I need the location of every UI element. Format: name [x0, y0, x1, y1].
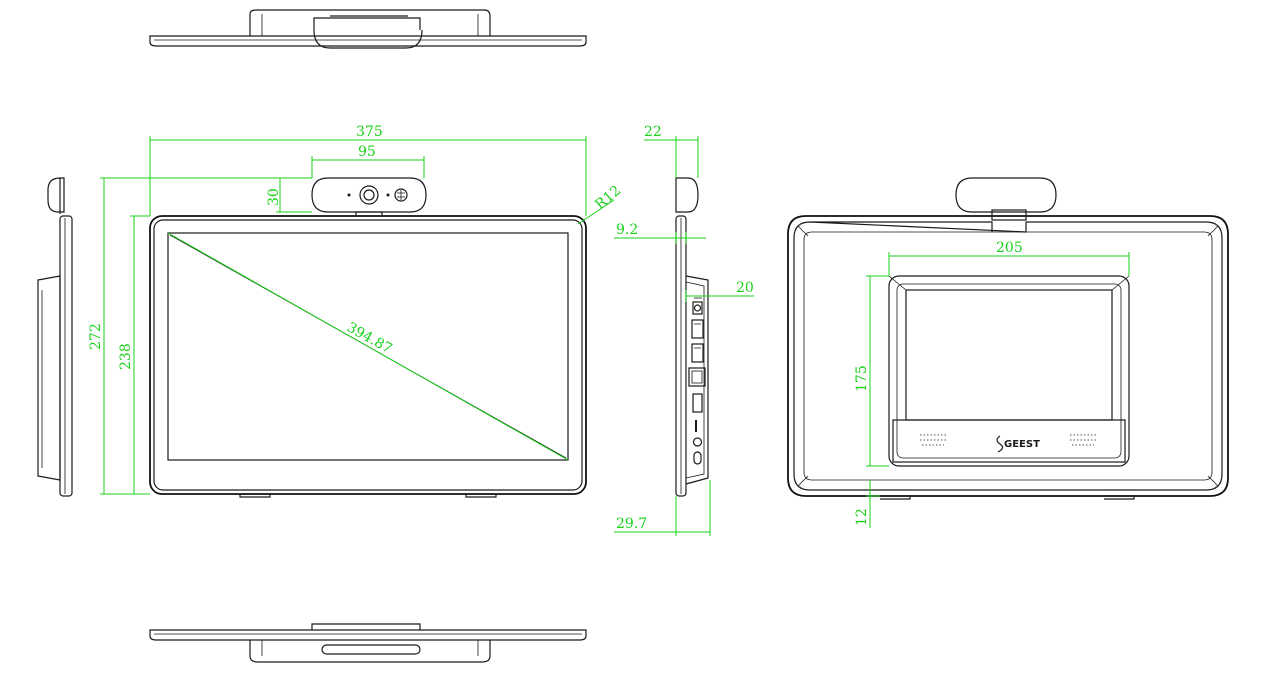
right-side-view	[675, 177, 709, 497]
speaker-grille-right	[1070, 434, 1096, 446]
speaker-grille-left	[920, 434, 946, 446]
dim-box-offset: 20	[736, 280, 754, 296]
dim-panel-thickness: 9.2	[616, 222, 638, 238]
dim-vesa-width: 205	[996, 240, 1023, 256]
dim-total-depth: 29.7	[616, 516, 647, 532]
dim-diagonal: 394.87	[344, 320, 395, 358]
bottom-view	[149, 623, 587, 663]
dim-camera-height: 30	[266, 188, 282, 206]
dim-camera-width: 95	[358, 144, 376, 160]
top-view	[149, 9, 587, 49]
dim-vesa-bottom-offset: 12	[854, 508, 870, 526]
dimensions: 375 95 30 R12 272 238 394.87 22 9.2 20 2…	[88, 124, 1130, 536]
rear-view: GEEST	[787, 177, 1229, 500]
dim-overall-width: 375	[356, 124, 383, 140]
dim-corner-radius: R12	[592, 183, 624, 213]
dim-panel-height: 238	[118, 343, 134, 370]
left-side-view	[37, 177, 73, 497]
dim-camera-depth: 22	[644, 124, 662, 140]
dim-overall-height: 272	[88, 323, 104, 350]
dim-vesa-height: 175	[854, 365, 870, 392]
brand-logo: GEEST	[1004, 439, 1040, 450]
